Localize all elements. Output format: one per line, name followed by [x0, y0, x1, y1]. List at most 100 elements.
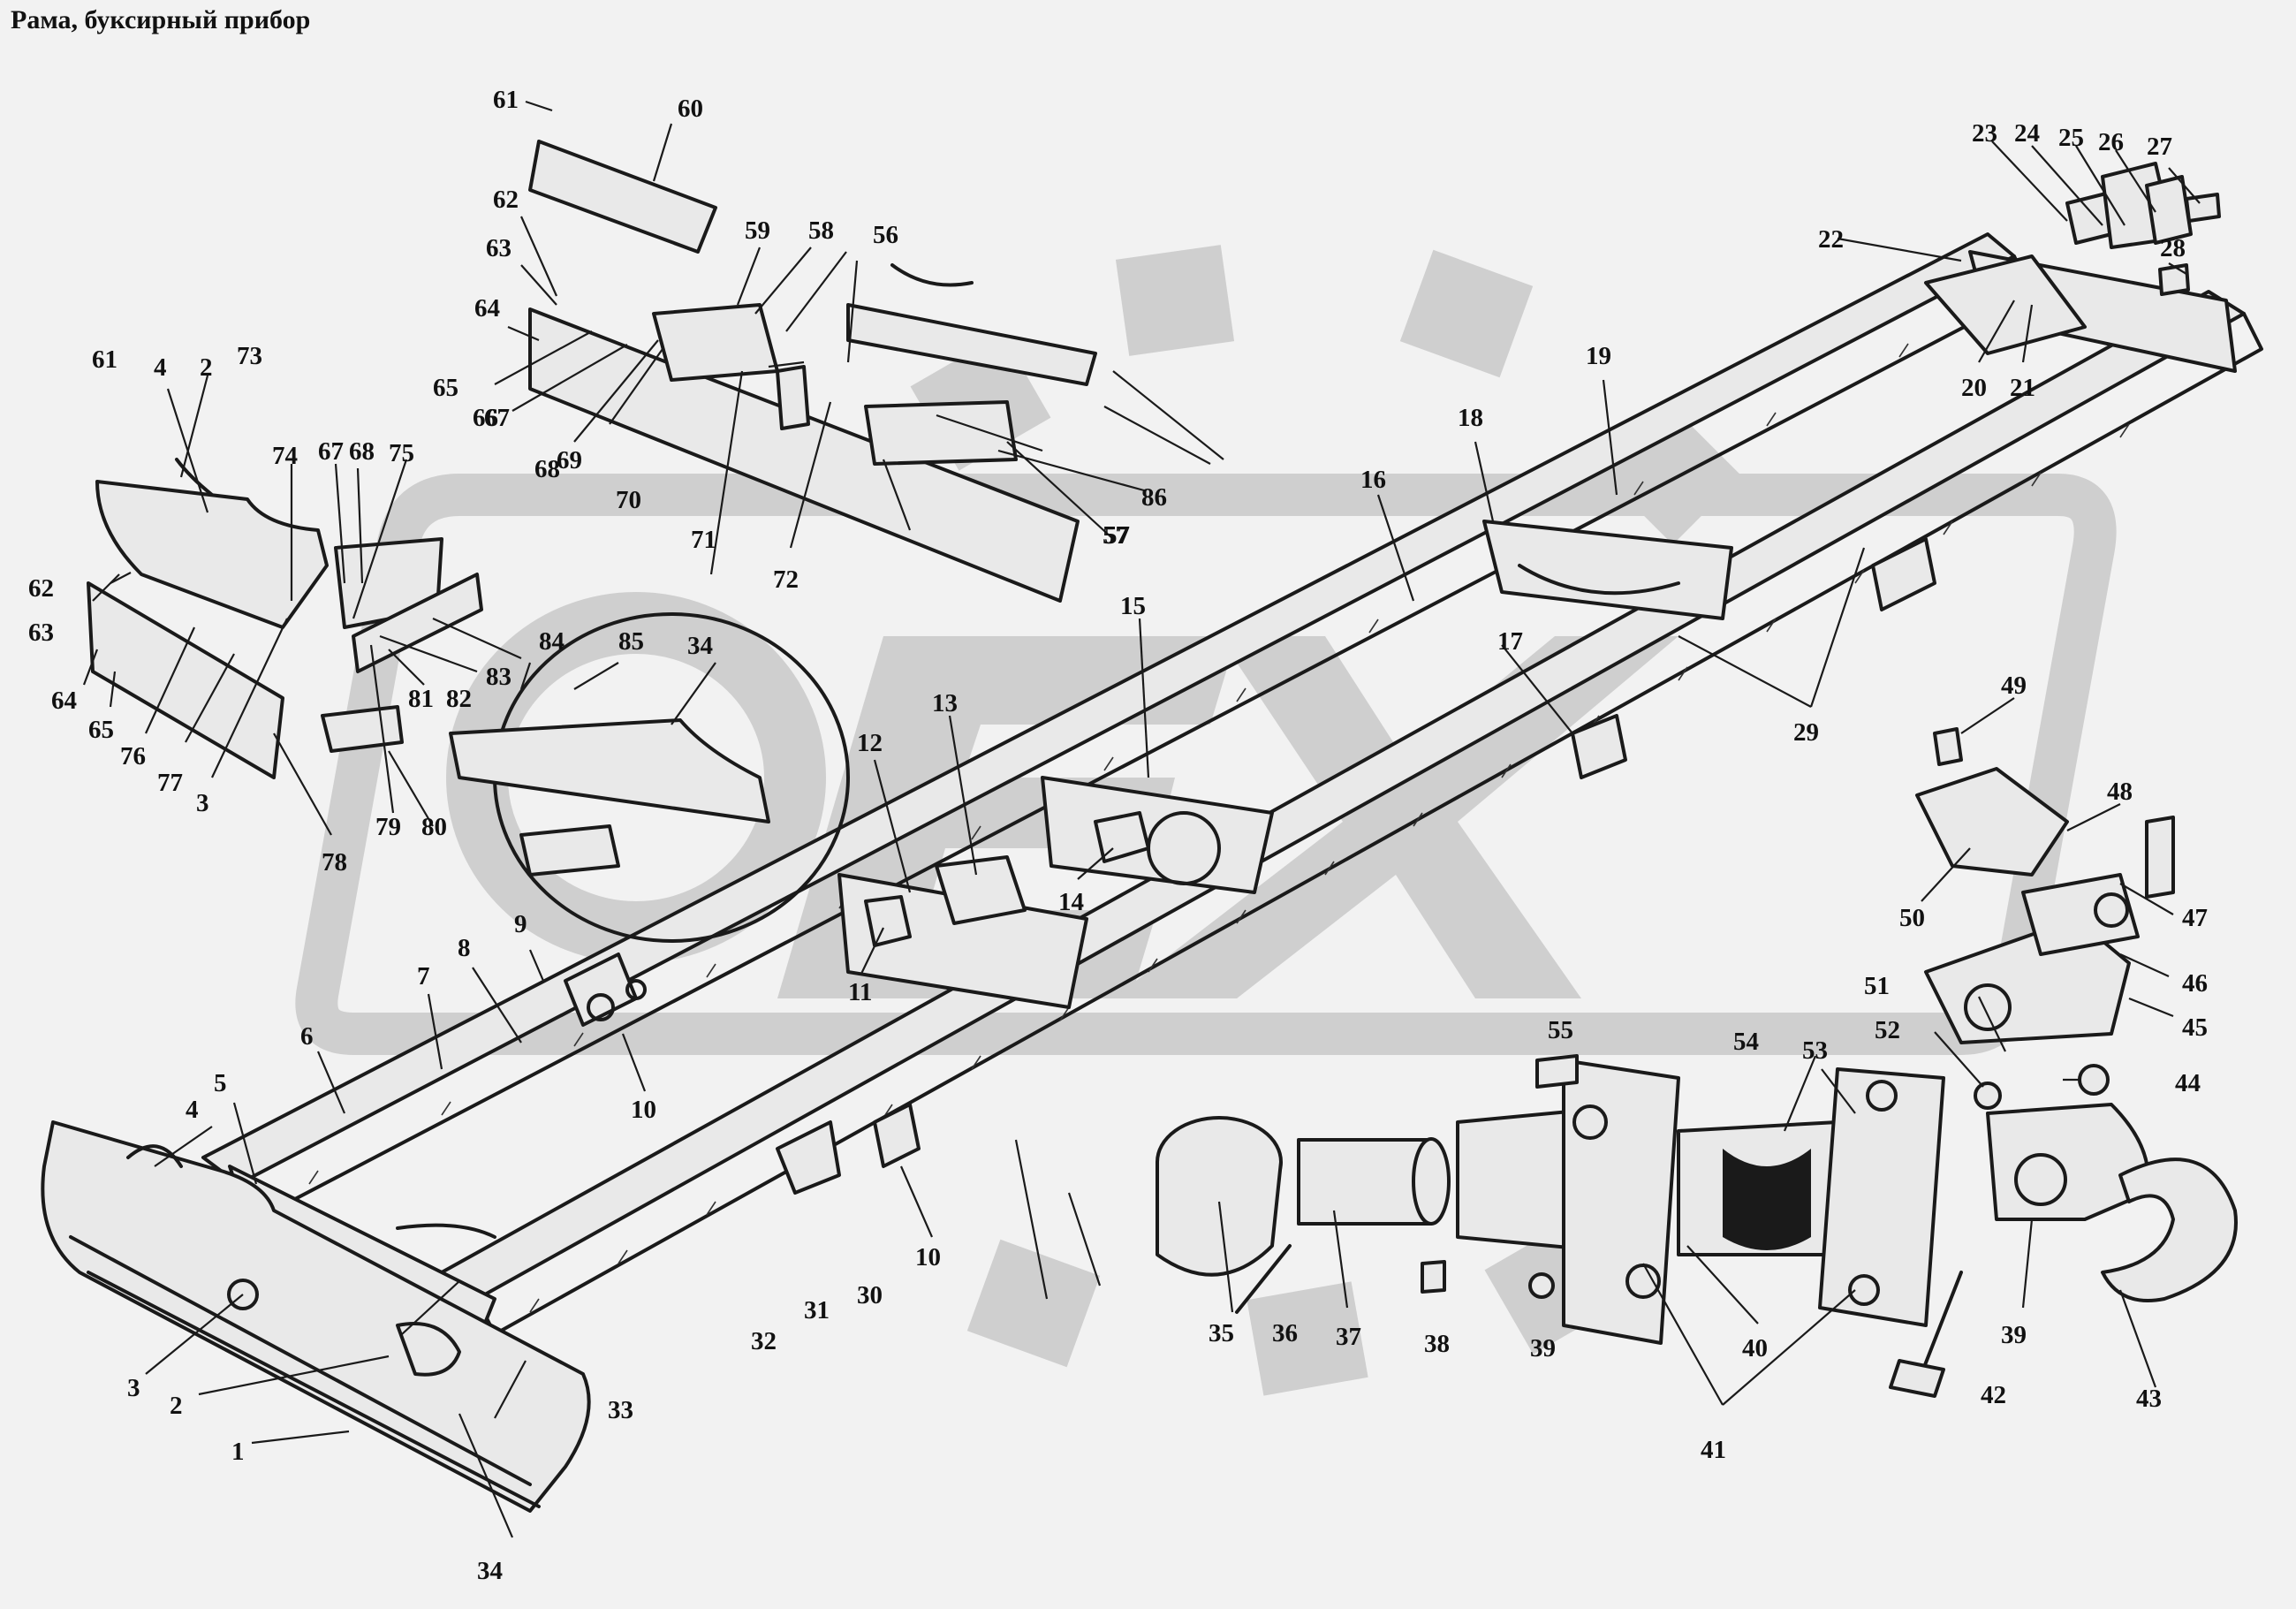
callout-label: 34	[477, 1557, 503, 1585]
callout-label: 7	[417, 962, 430, 990]
callout-label: 70	[616, 486, 641, 514]
callout-label: 37	[1336, 1323, 1361, 1351]
callout-label: 59	[745, 216, 770, 245]
step-detail-circle	[321, 612, 850, 943]
callout-label: 46	[2182, 969, 2208, 998]
callout-label: 8	[458, 934, 471, 962]
callout-label: 35	[1209, 1319, 1234, 1347]
callout-label: 29	[1793, 718, 1819, 747]
callout-label: 1	[231, 1438, 245, 1466]
callout-label: 41	[1701, 1436, 1726, 1464]
hook-bracket-parts	[1915, 727, 2175, 1044]
callout-label: 6	[300, 1022, 314, 1051]
callout-label: 57	[1103, 521, 1128, 550]
callout-label: 65	[433, 374, 458, 402]
callout-label: 15	[1120, 592, 1146, 620]
callout-label: 44	[2175, 1069, 2201, 1097]
callout-label: 16	[1360, 466, 1386, 494]
callout-label: 81	[408, 685, 434, 713]
callout-label: 61	[92, 345, 117, 374]
callout-label: 25	[2058, 124, 2084, 152]
callout-label: 3	[196, 789, 209, 817]
callout-label: 63	[28, 619, 54, 647]
callout-label: 50	[1899, 904, 1925, 932]
callout-label: 61	[493, 86, 519, 114]
callout-label: 28	[2160, 234, 2186, 262]
callout-label: 67	[484, 404, 510, 432]
callout-label: 32	[751, 1327, 777, 1355]
callout-label: 10	[915, 1243, 941, 1271]
upper-step-assembly	[528, 140, 1097, 603]
callout-label: 77	[157, 769, 183, 797]
callout-label: 65	[88, 716, 114, 744]
callout-label: 36	[1272, 1319, 1298, 1347]
callout-label: 75	[389, 439, 414, 467]
callout-label: 52	[1875, 1016, 1900, 1044]
callout-label: 80	[421, 813, 447, 841]
callout-label: 63	[486, 234, 511, 262]
callout-label: 30	[857, 1281, 883, 1309]
callout-leaders	[82, 100, 2201, 1538]
callout-label: 2	[170, 1392, 183, 1420]
callout-label: 60	[678, 95, 703, 123]
callout-label: 20	[1961, 374, 1987, 402]
page-title: Рама, буксирный прибор	[11, 5, 311, 34]
callout-label: 38	[1424, 1330, 1450, 1358]
callout-label: 13	[932, 689, 958, 717]
callout-label: 64	[51, 687, 77, 715]
callout-label: 66	[473, 404, 498, 432]
callout-label: 39	[2001, 1321, 2027, 1349]
callout-label: 42	[1981, 1381, 2006, 1409]
callout-label: 56	[873, 221, 898, 249]
callout-label: 19	[1586, 342, 1611, 370]
callout-label: 12	[857, 729, 883, 757]
callout-label: 22	[1818, 225, 1844, 254]
callout-label: 62	[493, 186, 519, 214]
callout-label: 53	[1802, 1036, 1828, 1065]
callout-label: 73	[237, 342, 262, 370]
callout-label: 79	[375, 813, 401, 841]
chassis-frame	[201, 232, 2263, 1345]
towing-device-assembly	[1156, 1054, 2238, 1398]
callout-label: 55	[1548, 1016, 1573, 1044]
callout-label: 17	[1497, 627, 1523, 656]
callout-label: 51	[1864, 972, 1890, 1000]
callout-label: 74	[272, 442, 298, 470]
callout-label: 24	[2014, 119, 2040, 148]
callout-label: 40	[1742, 1334, 1768, 1362]
callout-label: 31	[804, 1296, 830, 1324]
callout-label: 69	[557, 446, 582, 474]
callout-label: 47	[2182, 904, 2208, 932]
callout-label: 9	[514, 910, 527, 938]
callout-label: 18	[1458, 404, 1483, 432]
callout-label: 43	[2136, 1385, 2162, 1413]
callout-label: 49	[2001, 672, 2027, 700]
callout-label: 68	[349, 437, 375, 466]
callout-label: 54	[1733, 1028, 1759, 1056]
callout-label: 62	[28, 574, 54, 603]
callout-labels: 1 2 2 3 3 4 4 5 6 7 8 9 10 10 11 12 13 1…	[28, 86, 2208, 1585]
callout-label: 86	[1141, 483, 1167, 512]
callout-label: 34	[687, 632, 713, 660]
front-bumper	[41, 1120, 591, 1513]
callout-label: 33	[608, 1396, 633, 1424]
callout-label: 72	[773, 565, 799, 594]
callout-label: 83	[486, 663, 511, 691]
callout-label: 2	[200, 353, 213, 382]
callout-label: 3	[127, 1374, 140, 1402]
callout-label: 57	[1104, 521, 1130, 550]
callout-label: 78	[322, 848, 347, 877]
callout-label: 58	[808, 216, 834, 245]
callout-label: 76	[120, 742, 146, 770]
callout-label: 11	[848, 978, 872, 1006]
callout-label: 64	[474, 294, 500, 323]
callout-label: 27	[2147, 133, 2172, 161]
callout-label: 4	[186, 1096, 199, 1124]
callout-label: 10	[631, 1096, 656, 1124]
callout-label: 84	[539, 627, 565, 656]
callout-label: 45	[2182, 1013, 2208, 1042]
callout-label: 85	[618, 627, 644, 656]
callout-label: 68	[534, 455, 560, 483]
callout-label: 21	[2010, 374, 2035, 402]
